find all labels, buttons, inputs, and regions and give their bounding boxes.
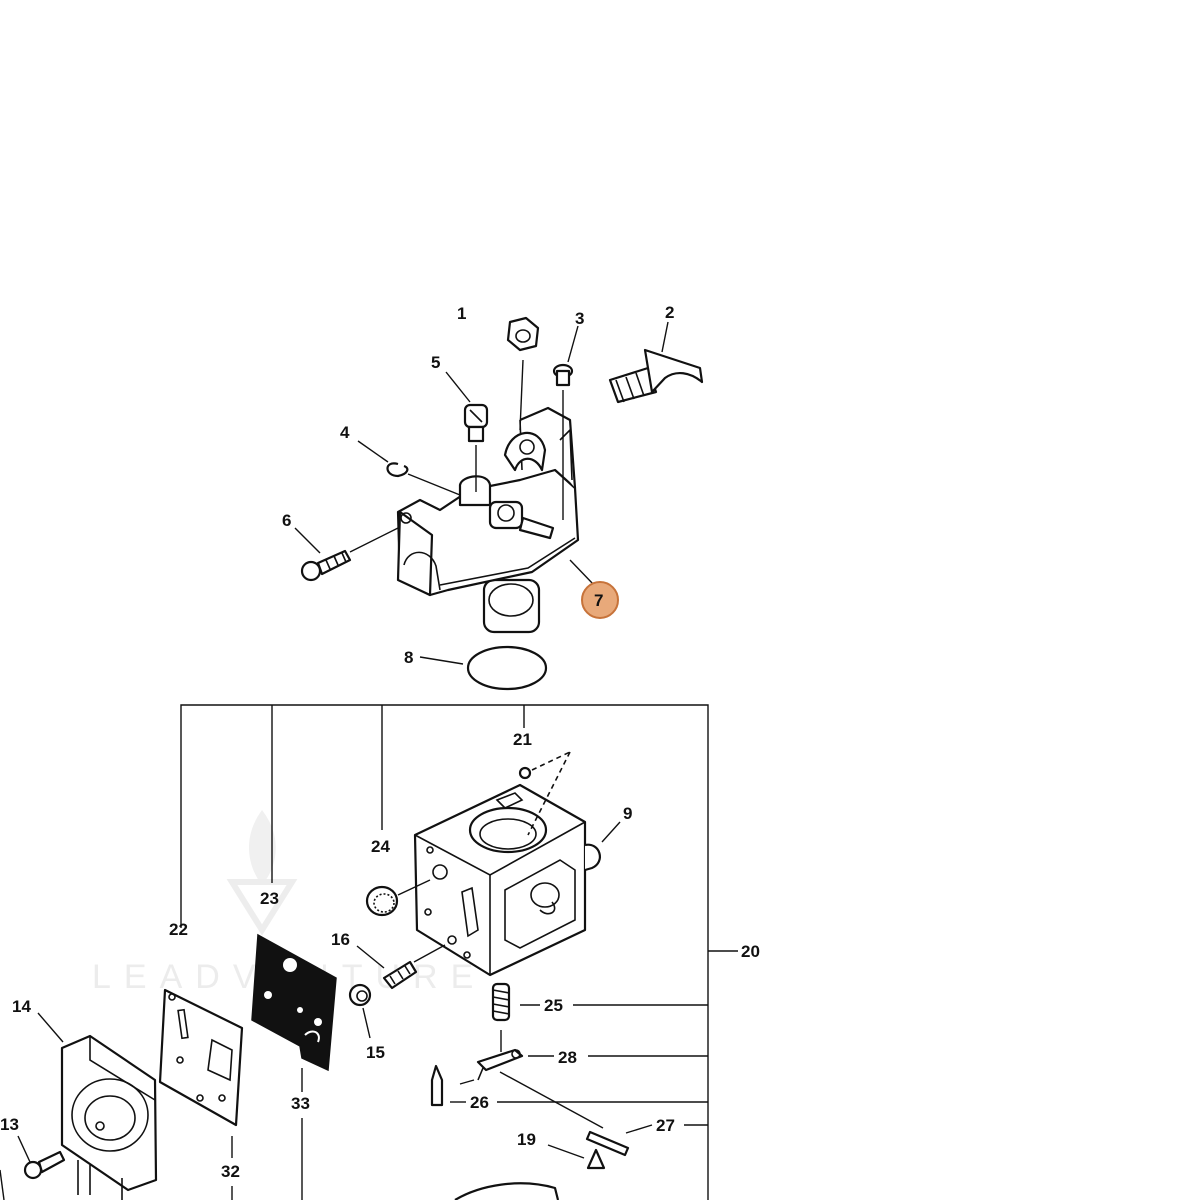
label-20[interactable]: 20 (741, 942, 760, 961)
label-13[interactable]: 13 (0, 1115, 19, 1134)
label-27[interactable]: 27 (656, 1116, 675, 1135)
label-3[interactable]: 3 (575, 309, 584, 328)
label-25[interactable]: 25 (544, 996, 563, 1015)
part-labels: 1 2 3 4 5 6 7 8 9 13 14 15 16 19 20 21 2… (0, 303, 760, 1181)
part-22-gasket[interactable] (158, 988, 244, 1127)
bottom-cover-partial (454, 1182, 560, 1200)
kit-bracket (180, 704, 738, 1200)
part-1-nut[interactable] (506, 316, 540, 431)
part-14-pump-cover[interactable] (37, 1012, 158, 1200)
label-24[interactable]: 24 (371, 837, 390, 856)
label-14[interactable]: 14 (12, 997, 31, 1016)
label-23[interactable]: 23 (260, 889, 279, 908)
label-7[interactable]: 7 (594, 591, 603, 610)
part-26-needle[interactable] (430, 1064, 444, 1107)
part-5-adjust-screw[interactable] (445, 371, 489, 492)
part-28-lever[interactable] (459, 1030, 604, 1129)
label-16[interactable]: 16 (331, 930, 350, 949)
label-19[interactable]: 19 (517, 1130, 536, 1149)
label-21[interactable]: 21 (513, 730, 532, 749)
part-27-pin[interactable] (585, 1130, 630, 1157)
part-23-diaphragm[interactable] (251, 933, 337, 1092)
part-7-housing[interactable] (396, 406, 580, 634)
label-6[interactable]: 6 (282, 511, 291, 530)
label-26[interactable]: 26 (470, 1093, 489, 1112)
part-21-ball[interactable] (518, 751, 571, 836)
label-9[interactable]: 9 (623, 804, 632, 823)
part-9-carburetor-body[interactable] (413, 783, 621, 977)
part-13-screw[interactable] (17, 1135, 66, 1180)
part-6-screw[interactable] (294, 527, 399, 582)
part-8-o-ring[interactable] (419, 645, 548, 691)
label-15[interactable]: 15 (366, 1043, 385, 1062)
label-4[interactable]: 4 (340, 423, 350, 442)
part-24-plug[interactable] (365, 879, 431, 917)
label-5[interactable]: 5 (431, 353, 440, 372)
part-16-jet[interactable] (356, 944, 446, 990)
throttle-housing-assembly (294, 316, 704, 691)
label-33[interactable]: 33 (291, 1094, 310, 1113)
part-19-screw[interactable] (547, 1144, 606, 1170)
label-2[interactable]: 2 (665, 303, 674, 322)
label-28[interactable]: 28 (558, 1048, 577, 1067)
part-2-fitting[interactable] (608, 321, 704, 404)
part-7-highlight-marker[interactable] (581, 581, 619, 619)
label-22[interactable]: 22 (169, 920, 188, 939)
part-4-clip[interactable] (357, 440, 461, 496)
part-25-spring[interactable] (491, 982, 511, 1022)
label-1[interactable]: 1 (457, 304, 466, 323)
part-15-cap[interactable] (348, 983, 372, 1039)
part-3-screw[interactable] (552, 325, 579, 520)
label-8[interactable]: 8 (404, 648, 413, 667)
label-32[interactable]: 32 (221, 1162, 240, 1181)
